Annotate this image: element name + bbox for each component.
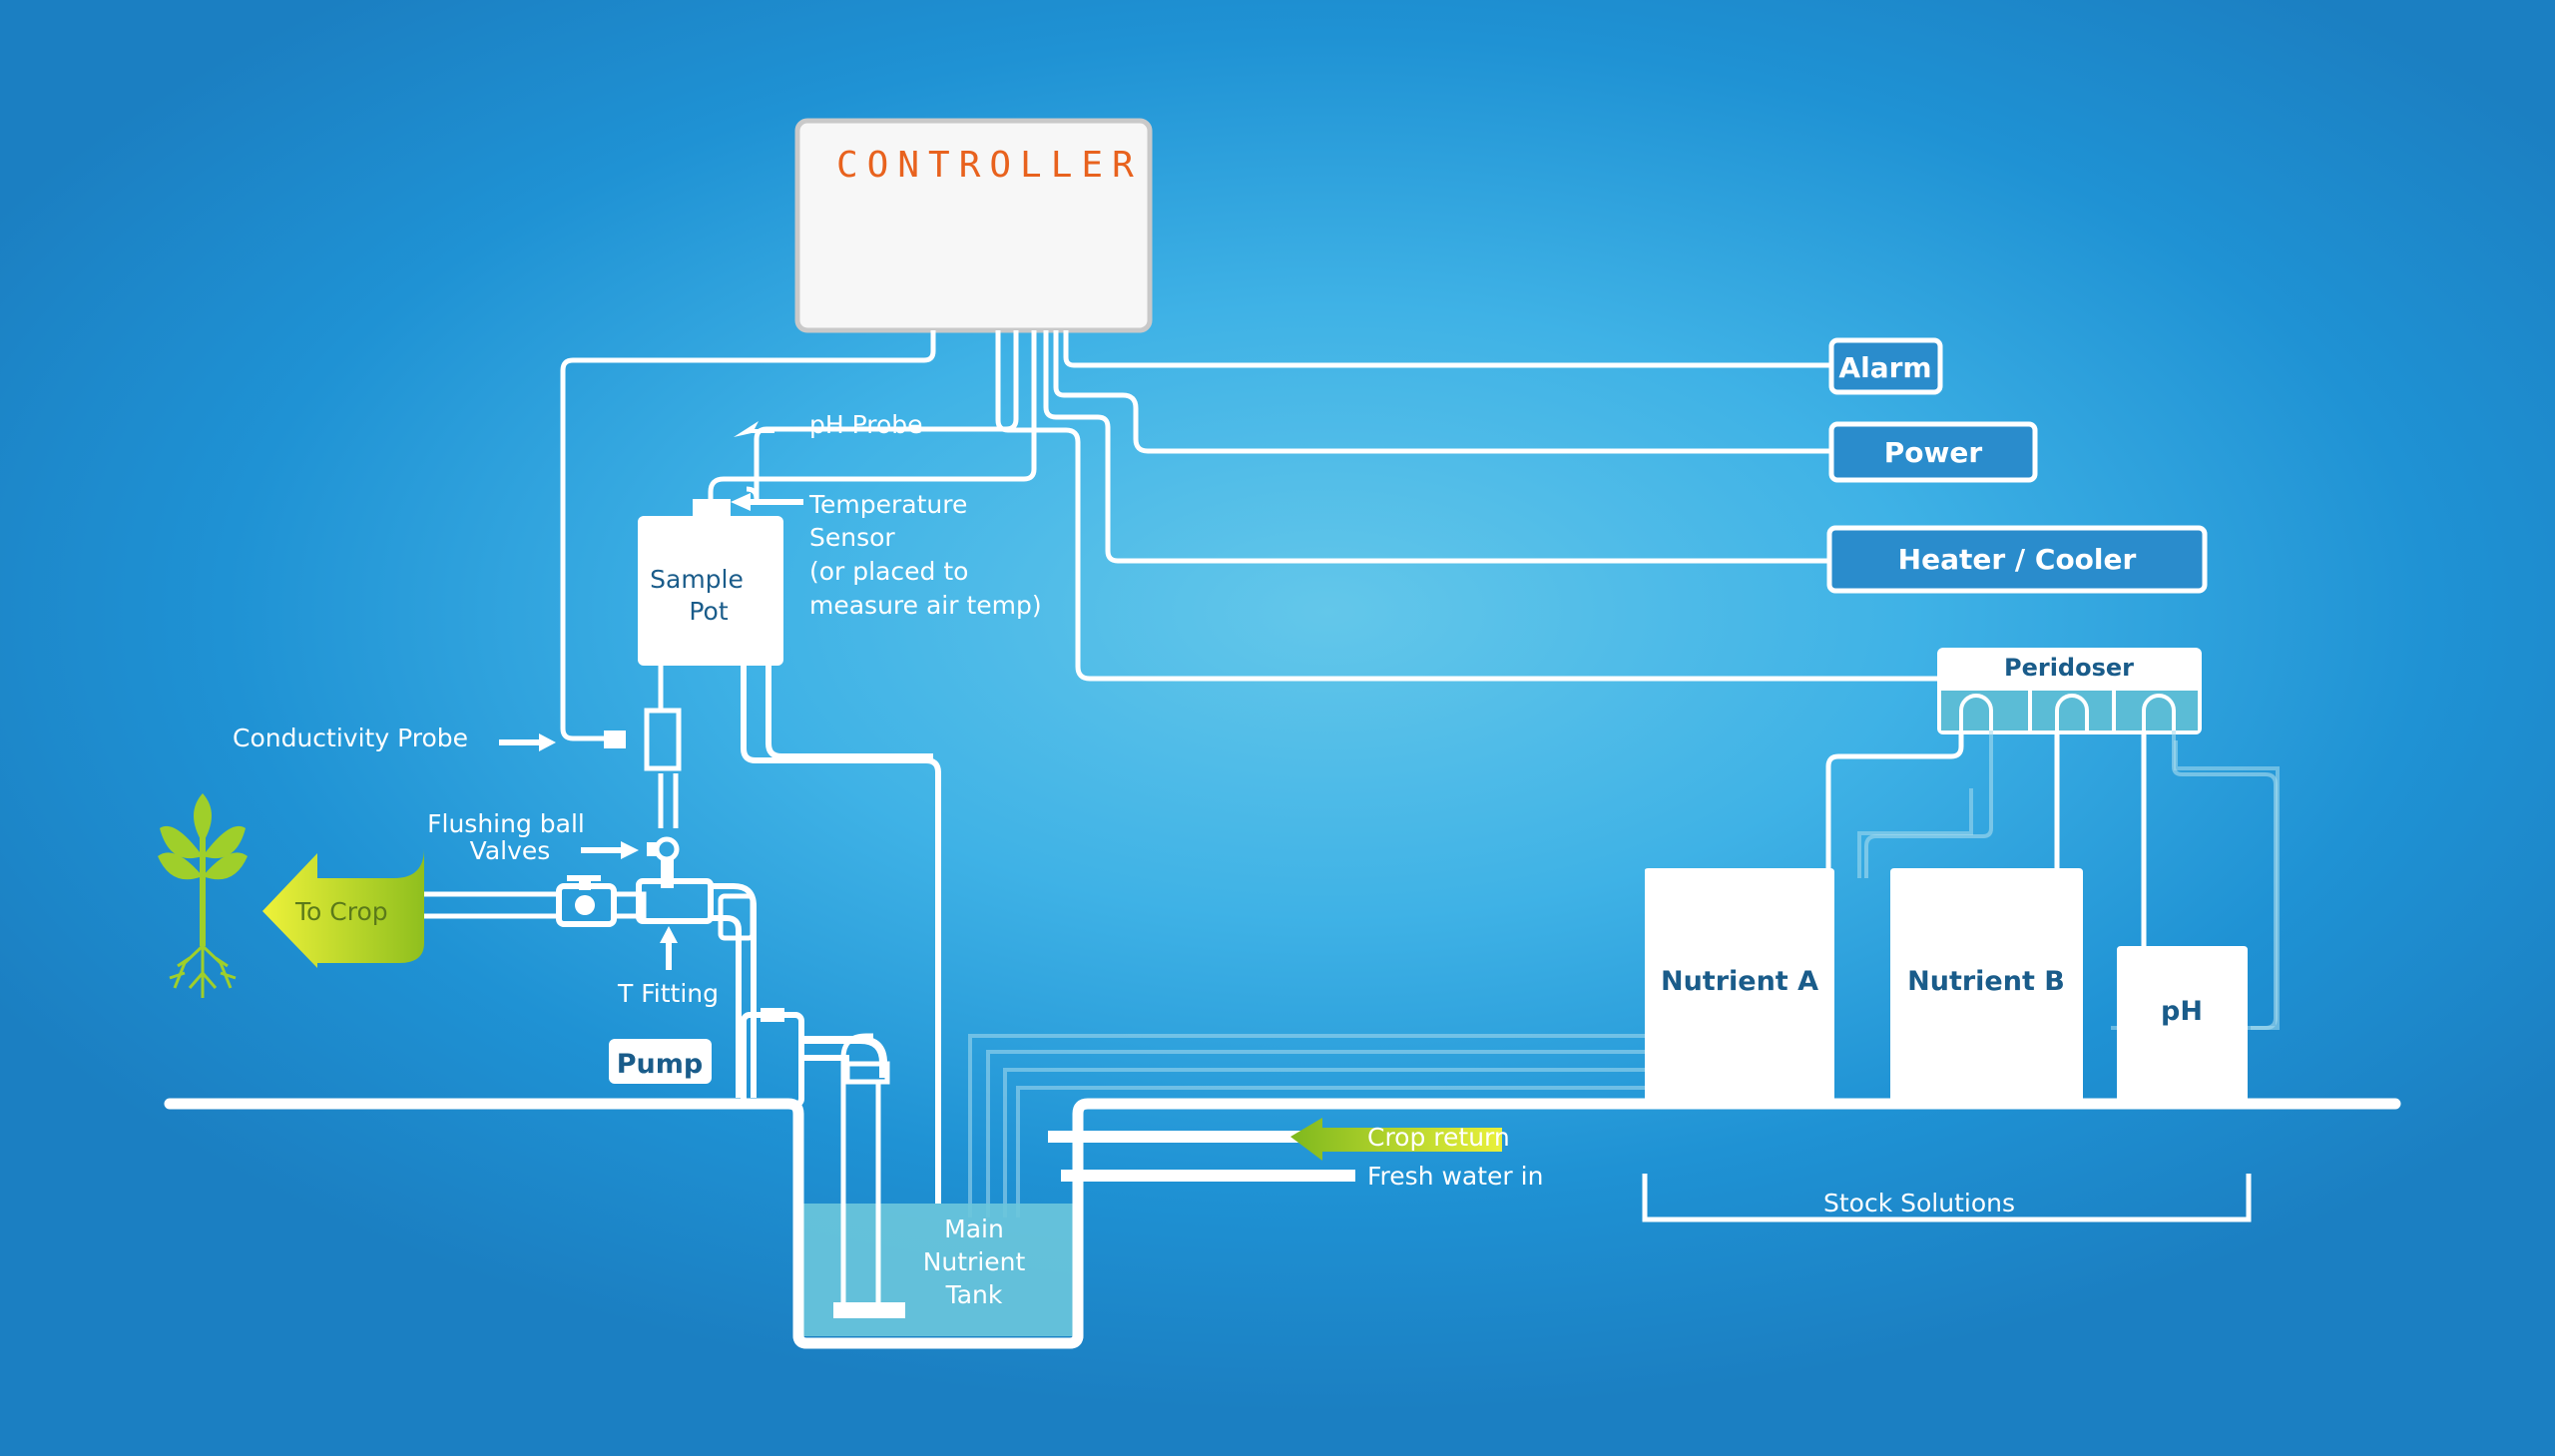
ph-probe-label: pH Probe [809, 410, 923, 439]
stock-bracket [1642, 1174, 2252, 1222]
flushing-label-line2: Valves [470, 836, 551, 865]
to-crop-label: To Crop [294, 897, 388, 926]
ph-bottle-label: pH [2161, 996, 2203, 1027]
ph-return-tube [2172, 730, 2278, 1030]
stock-solutions: Nutrient A Nutrient B pH Stock Solutions [1642, 868, 2252, 1222]
nutrient-a-label: Nutrient A [1661, 966, 1818, 997]
sample-pot: Sample Pot [638, 499, 783, 666]
main-nutrient-tank: Main Nutrient Tank [792, 1114, 1084, 1349]
sample-pot-label-line2: Pot [689, 597, 728, 626]
peridoser-return-tube [1864, 730, 1993, 878]
conductivity-arrow [499, 733, 556, 751]
sample-overflow-pipe [766, 664, 933, 759]
fresh-water-label: Fresh water in [1367, 1162, 1543, 1191]
sample-pot-label-line1: Sample [650, 565, 744, 594]
peridoser: Peridoser [1937, 648, 2202, 734]
conductivity-probe-label: Conductivity Probe [233, 724, 468, 752]
pump: Pump [609, 1008, 890, 1108]
heater-cooler-box: Heater / Cooler [1826, 525, 2208, 594]
t-fitting-label: T Fitting [617, 979, 719, 1008]
controller-wires [560, 330, 1937, 741]
flushing-label-line1: Flushing ball [427, 809, 585, 838]
conductivity-cell [644, 708, 682, 771]
intake-foot [833, 1302, 905, 1318]
temp-label-line4: measure air temp) [809, 591, 1042, 620]
power-label: Power [1884, 436, 1983, 469]
peridoser-tubes [1825, 730, 2147, 946]
tank-label-line3: Tank [945, 1280, 1003, 1309]
alarm-label: Alarm [1838, 351, 1931, 384]
crop-return-label: Crop return [1367, 1123, 1510, 1152]
stock-solutions-title: Stock Solutions [1823, 1189, 2015, 1217]
sample-line [658, 666, 679, 828]
t-fitting-arrow [660, 926, 678, 970]
temp-label-line1: Temperature [808, 490, 967, 519]
temp-label-line3: (or placed to [809, 557, 968, 586]
ph-probe-arrow [734, 421, 774, 437]
to-crop-arrow: To Crop [262, 848, 424, 968]
controller-title: CONTROLLER [836, 145, 1143, 186]
conductivity-probe [604, 730, 626, 748]
temp-sensor-arrow [731, 493, 803, 511]
peridoser-label: Peridoser [2004, 654, 2134, 682]
tank-label-line1: Main [944, 1214, 1004, 1243]
crop-return-arrow [1290, 1118, 1502, 1161]
alarm-box: Alarm [1828, 337, 1943, 395]
heater-cooler-label: Heater / Cooler [1898, 543, 2137, 576]
temp-label-line2: Sensor [809, 523, 895, 552]
controller-box: CONTROLLER [794, 118, 1153, 333]
tank-label-line2: Nutrient [923, 1247, 1026, 1276]
plant-icon [158, 793, 248, 998]
inlet-pipes: Crop return Fresh water in [1048, 1118, 1543, 1191]
pump-label: Pump [617, 1049, 703, 1080]
power-box: Power [1828, 421, 2038, 483]
flushing-arrow [581, 841, 639, 859]
nutrient-b-label: Nutrient B [1907, 966, 2065, 997]
